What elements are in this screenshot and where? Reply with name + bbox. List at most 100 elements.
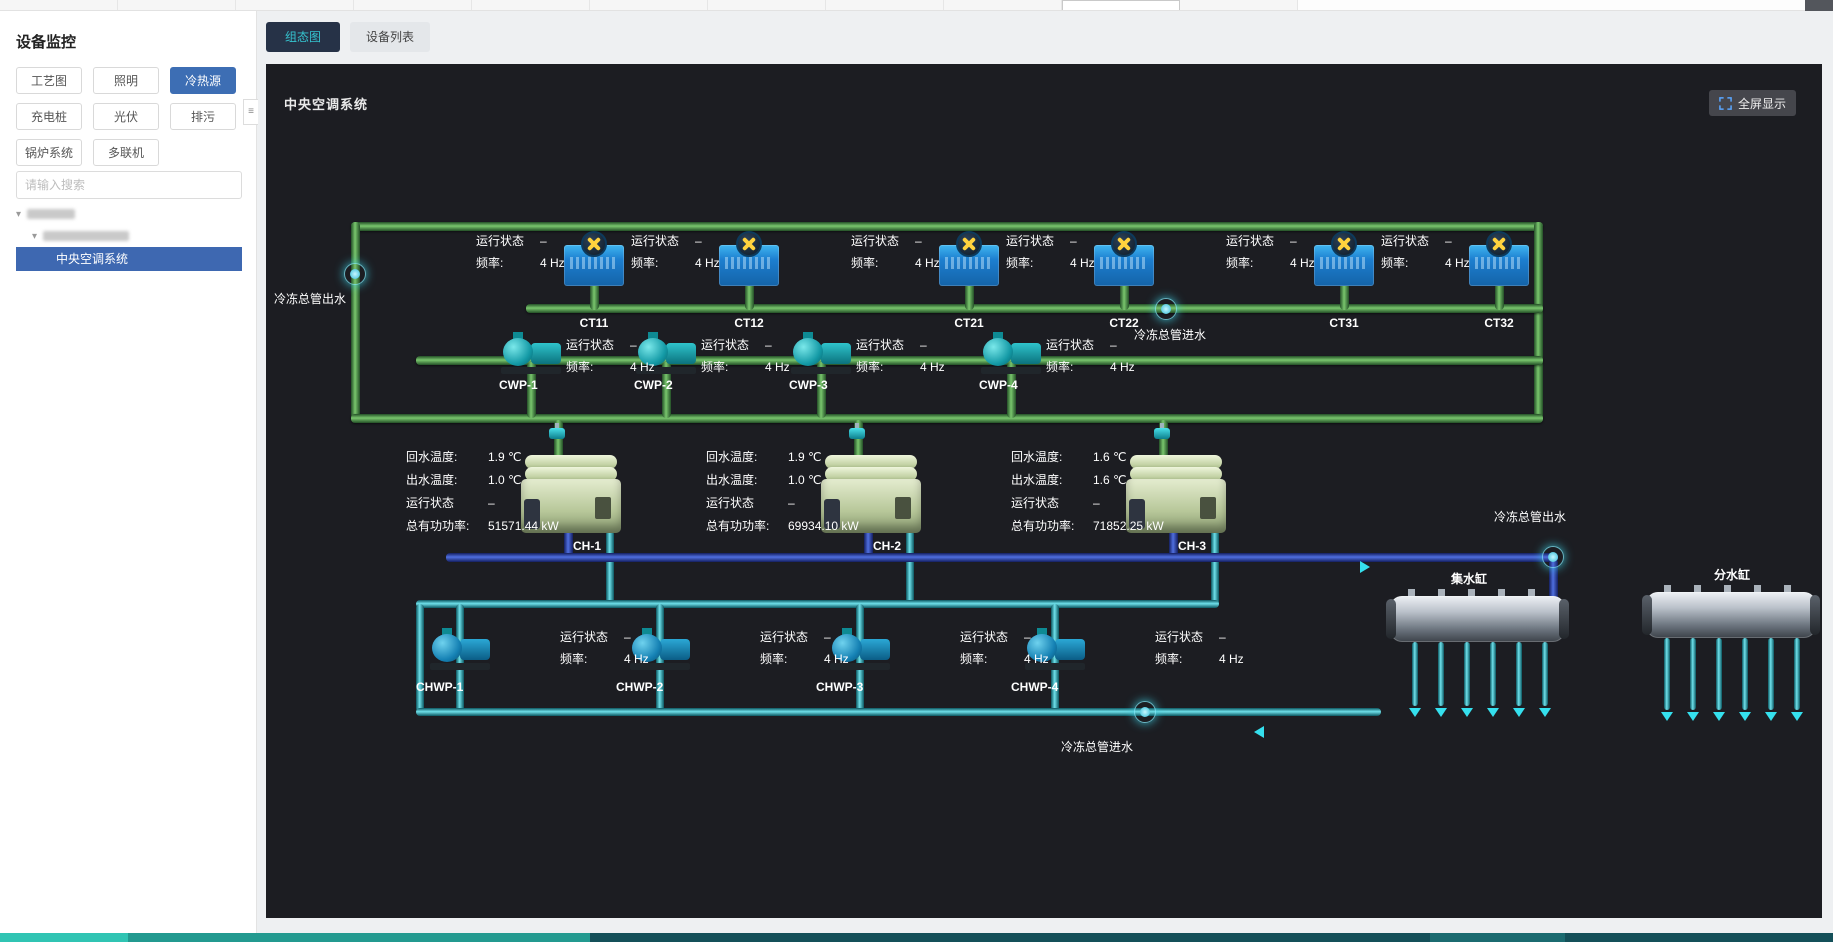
- pump-nozzle: [648, 332, 658, 342]
- pump-cwp-1[interactable]: [501, 332, 561, 374]
- pipe-sensor-node[interactable]: [344, 263, 366, 285]
- ch-3-readout: 回水温度:1.6 ℃ 出水温度:1.6 ℃ 运行状态– 总有功功率:71852.…: [1011, 446, 1164, 538]
- pipe-sensor-node[interactable]: [1542, 546, 1564, 568]
- top-tab[interactable]: [118, 0, 236, 10]
- status-row: 运行状态–: [1006, 230, 1095, 252]
- filter-sewage[interactable]: 排污: [170, 103, 236, 130]
- sidebar-title: 设备监控: [16, 34, 77, 51]
- top-tab[interactable]: [472, 0, 590, 10]
- device-tag-ch-1: CH-1: [573, 539, 602, 553]
- distributor-stub: [1716, 638, 1722, 710]
- filter-boiler-system[interactable]: 锅炉系统: [16, 139, 82, 166]
- cooling-tower-ct32[interactable]: [1469, 231, 1529, 286]
- window-controls[interactable]: [1805, 0, 1833, 11]
- supply-temp-label: 出水温度:: [706, 473, 758, 487]
- fullscreen-button[interactable]: 全屏显示: [1708, 90, 1796, 116]
- tree-node-central-ac[interactable]: 中央空调系统: [16, 247, 242, 271]
- ct22-readout: 运行状态– 频率:4 Hz: [1006, 230, 1095, 274]
- chiller-ch-1[interactable]: [521, 455, 621, 533]
- device-tag-cwp-2: CWP-2: [634, 378, 673, 392]
- top-tab[interactable]: [1180, 0, 1298, 10]
- freq-label: 频率:: [760, 652, 788, 666]
- filter-pv[interactable]: 光伏: [93, 103, 159, 130]
- top-tab[interactable]: [708, 0, 826, 10]
- tab-device-list[interactable]: 设备列表: [350, 22, 431, 52]
- distributor-tank-label: 分水缸: [1714, 568, 1751, 582]
- distributor-tank[interactable]: [1642, 585, 1820, 638]
- cooling-tower-ct31[interactable]: [1314, 231, 1374, 286]
- status-label: 运行状态: [701, 338, 750, 352]
- pump-cwp-4[interactable]: [981, 332, 1041, 374]
- status-value: –: [540, 234, 547, 248]
- return-temp-row: 回水温度:1.9 ℃: [706, 446, 859, 469]
- cwp-stub: [662, 362, 671, 418]
- tab-diagram[interactable]: 组态图: [266, 22, 340, 52]
- filter-vrf[interactable]: 多联机: [93, 139, 159, 166]
- collector-tank[interactable]: [1386, 589, 1569, 642]
- filter-process-diagram[interactable]: 工艺图: [16, 67, 82, 94]
- pump-volute: [1027, 634, 1057, 662]
- tree-node-root[interactable]: ▾: [0, 203, 257, 225]
- fullscreen-icon: [1719, 96, 1732, 110]
- fan-icon: [1486, 231, 1512, 257]
- valve-icon[interactable]: [1154, 423, 1170, 439]
- valve-icon[interactable]: [849, 423, 865, 439]
- chiller-ch-3[interactable]: [1126, 455, 1226, 533]
- pump-chwp-2[interactable]: [630, 628, 690, 670]
- pump-chwp-1[interactable]: [430, 628, 490, 670]
- pipe-sensor-node[interactable]: [1134, 701, 1156, 723]
- device-tag-cwp-3: CWP-3: [789, 378, 828, 392]
- pump-cwp-2[interactable]: [636, 332, 696, 374]
- tank-nozzles: [1664, 585, 1798, 592]
- pump-chwp-4[interactable]: [1025, 628, 1085, 670]
- chiller-ch-2[interactable]: [821, 455, 921, 533]
- redacted-text: [27, 209, 76, 219]
- pump-volute: [832, 634, 862, 662]
- pipe-sensor-node[interactable]: [1155, 298, 1177, 320]
- cooling-tower-ct12[interactable]: [719, 231, 779, 286]
- status-label: 运行状态: [631, 234, 680, 248]
- status-value: –: [915, 234, 922, 248]
- freq-row: 频率:4 Hz: [631, 252, 720, 274]
- flow-arrow-down-icon: [1461, 708, 1473, 717]
- search-input[interactable]: [16, 171, 242, 199]
- sidebar-collapse-toggle[interactable]: ≡: [243, 99, 258, 125]
- status-row: 运行状态–: [760, 626, 849, 648]
- cooling-tower-ct11[interactable]: [564, 231, 624, 286]
- filter-charging-pile[interactable]: 充电桩: [16, 103, 82, 130]
- label-chilled-main-out-right: 冷冻总管出水: [1494, 510, 1567, 524]
- cooling-tower-ct21[interactable]: [939, 231, 999, 286]
- freq-label: 频率:: [701, 360, 729, 374]
- pump-cwp-3[interactable]: [791, 332, 851, 374]
- top-tab[interactable]: [826, 0, 944, 10]
- device-tag-chwp-1: CHWP-1: [416, 680, 464, 694]
- status-row: 运行状态–: [1155, 626, 1244, 648]
- top-tab[interactable]: [354, 0, 472, 10]
- top-tab[interactable]: [0, 0, 118, 10]
- valve-icon[interactable]: [549, 423, 565, 439]
- cooling-tower-ct22[interactable]: [1094, 231, 1154, 286]
- supply-temp-value: 1.0 ℃: [488, 473, 522, 487]
- chiller-drum: [825, 455, 917, 469]
- filter-lighting[interactable]: 照明: [93, 67, 159, 94]
- top-tab[interactable]: [236, 0, 354, 10]
- pump-motor: [660, 639, 690, 660]
- cwp-stub: [527, 362, 536, 418]
- tree-node-branch[interactable]: ▾: [0, 225, 257, 247]
- pump-chwp-3[interactable]: [830, 628, 890, 670]
- top-tab[interactable]: [944, 0, 1062, 10]
- collector-stub: [1438, 642, 1444, 706]
- cwp-stub: [817, 362, 826, 418]
- freq-row: 频率:4 Hz: [560, 648, 649, 670]
- freq-value: 4 Hz: [824, 652, 849, 666]
- freq-label: 频率:: [476, 256, 504, 270]
- freq-label: 频率:: [856, 360, 884, 374]
- pump-volute: [983, 338, 1013, 366]
- flow-arrow-down-icon: [1435, 708, 1447, 717]
- status-row: 运行状态–: [406, 492, 559, 515]
- top-tab[interactable]: [590, 0, 708, 10]
- top-tab-active[interactable]: [1062, 0, 1180, 10]
- pump-motor: [460, 639, 490, 660]
- filter-cold-heat-source[interactable]: 冷热源: [170, 67, 236, 94]
- pipe-condenser-right-riser: [1534, 222, 1543, 422]
